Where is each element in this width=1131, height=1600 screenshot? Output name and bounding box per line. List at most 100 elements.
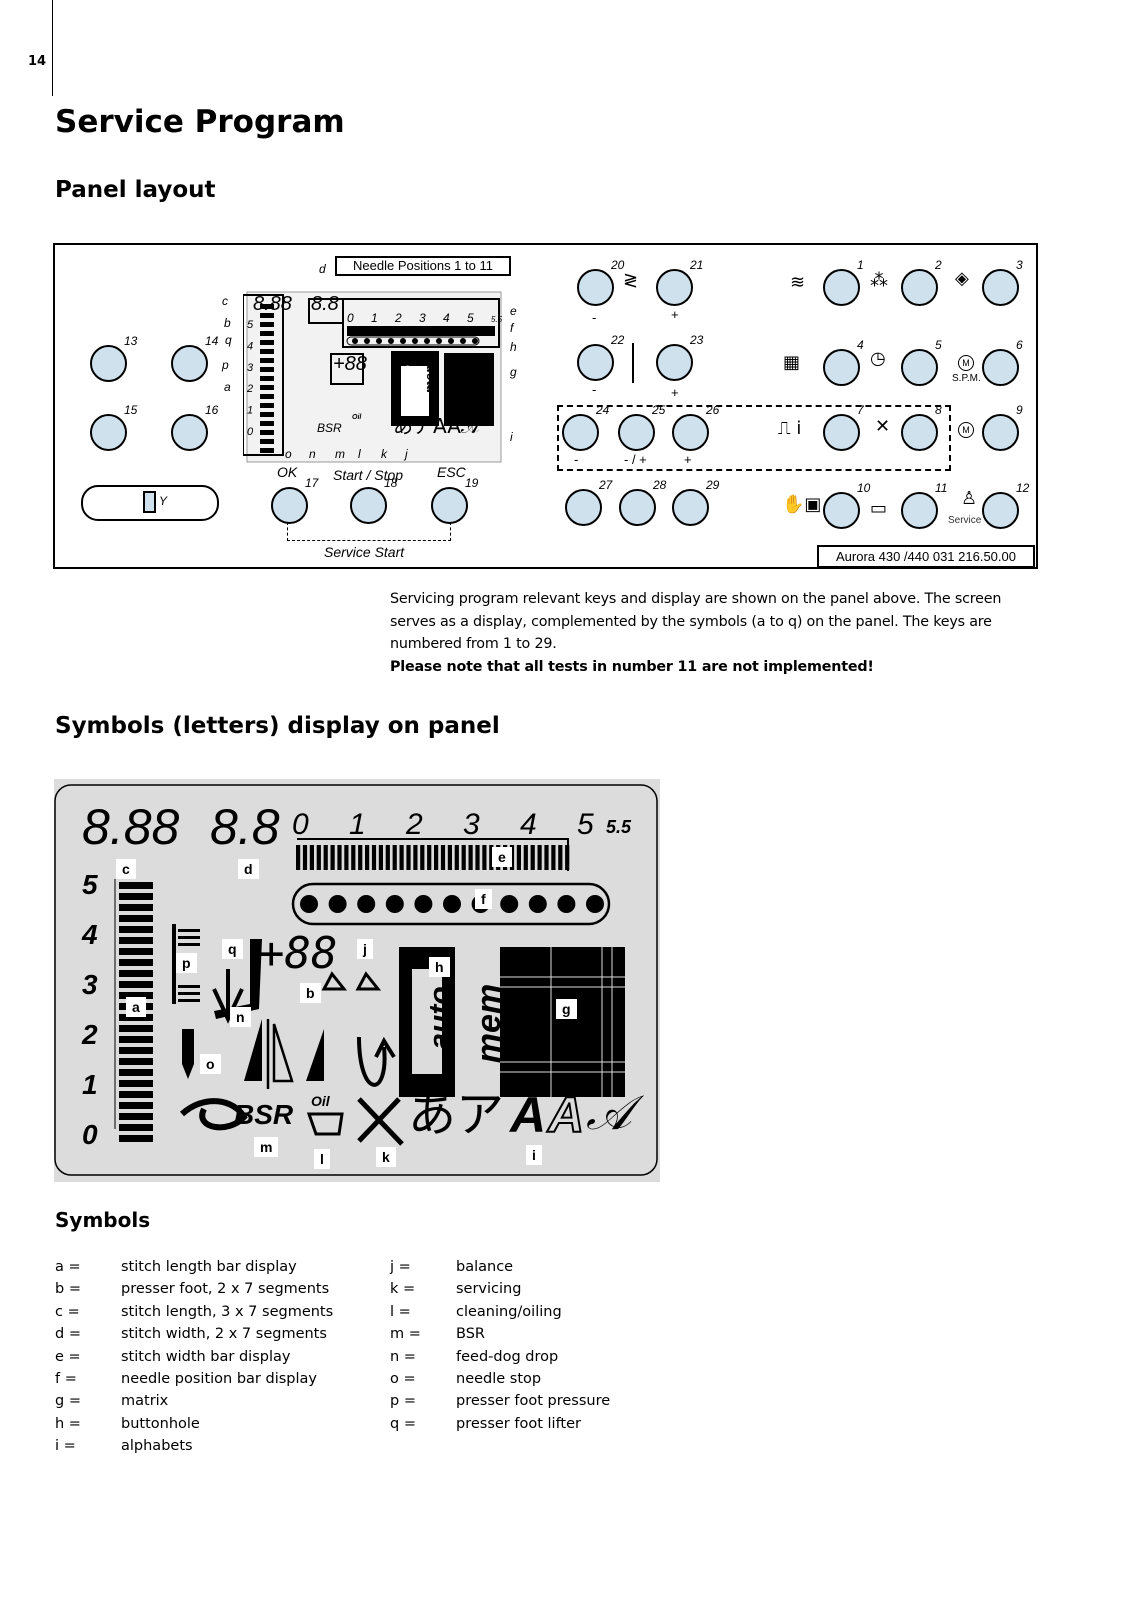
vscale-label: 5: [247, 319, 254, 331]
key-29-button[interactable]: [672, 489, 709, 526]
symbol-key: k =: [390, 1281, 416, 1298]
callout-letter-q: q: [225, 333, 232, 347]
key-17-button[interactable]: [271, 487, 308, 524]
callout-letter-l: l: [314, 1149, 330, 1169]
key-5-button[interactable]: [901, 349, 938, 386]
key-15-button[interactable]: [90, 414, 127, 451]
stitch-width-bar-segment: [371, 845, 377, 870]
key-4-button[interactable]: [823, 349, 860, 386]
numbered-pattern-icon: ⁂: [870, 270, 888, 291]
needle-position-dot: [352, 338, 358, 344]
key-number-label[interactable]: 7: [857, 403, 864, 417]
key-6-button[interactable]: [982, 349, 1019, 386]
symbol-key: d =: [55, 1326, 81, 1343]
key-number-label[interactable]: 28: [653, 478, 667, 492]
key-3-button[interactable]: [982, 269, 1019, 306]
key-16-button[interactable]: [171, 414, 208, 451]
key-number-label[interactable]: 19: [465, 476, 479, 490]
key-number-label[interactable]: 20: [611, 258, 625, 272]
key-19-button[interactable]: [431, 487, 468, 524]
key-7-button[interactable]: [823, 414, 860, 451]
key-1-button[interactable]: [823, 269, 860, 306]
stitch-width-bar-segment: [337, 845, 342, 870]
pressure-bar-segment: [178, 985, 200, 988]
key-8-button[interactable]: [901, 414, 938, 451]
key-number-label[interactable]: 22: [611, 333, 625, 347]
key-number-label[interactable]: 1: [857, 258, 864, 272]
key-group-outline[interactable]: [557, 405, 951, 471]
lcd-digits-d: 8.8: [210, 799, 280, 855]
key-number-label[interactable]: 17: [305, 476, 319, 490]
key-number-label[interactable]: 2: [935, 258, 942, 272]
key-24-button[interactable]: [562, 414, 599, 451]
lcd-auto: auto: [423, 986, 457, 1050]
key-22-button[interactable]: [577, 344, 614, 381]
key-27-button[interactable]: [565, 489, 602, 526]
key-number-label[interactable]: 9: [1016, 403, 1023, 417]
key-number-label[interactable]: 11: [935, 481, 948, 495]
symbol-description: presser foot pressure: [456, 1393, 611, 1410]
symbol-description: feed-dog drop: [456, 1348, 559, 1365]
vscale-label: 1: [247, 405, 253, 417]
minus-plus-label: - / +: [624, 452, 647, 467]
key-14-button[interactable]: [171, 345, 208, 382]
key-28-button[interactable]: [619, 489, 656, 526]
key-number-label[interactable]: 5: [935, 338, 942, 352]
key-11-button[interactable]: [901, 492, 938, 529]
key-number-label[interactable]: 15: [124, 403, 138, 417]
key-number-label[interactable]: 23: [690, 333, 704, 347]
key-18-button[interactable]: [350, 487, 387, 524]
key-number-label[interactable]: 29: [706, 478, 720, 492]
symbol-key: j =: [390, 1259, 411, 1275]
key-number-label[interactable]: 8: [935, 403, 942, 417]
callout-letter-b: b: [224, 316, 231, 330]
scale-tick-label: 1: [349, 808, 366, 841]
stitch-length-bar-segment: [119, 970, 153, 977]
key-9-button[interactable]: [982, 414, 1019, 451]
pressure-bar-segment: [178, 999, 200, 1002]
key-26-button[interactable]: [672, 414, 709, 451]
key-23-button[interactable]: [656, 344, 693, 381]
callout-letter-p: p: [222, 358, 229, 372]
stitch-width-bar-segment: [544, 845, 549, 870]
key-21-button[interactable]: [656, 269, 693, 306]
lcd-digits-c: 8.88: [82, 799, 180, 855]
symbol-key: h =: [55, 1415, 81, 1432]
symbol-description: presser foot lifter: [456, 1415, 581, 1432]
page-number: 14: [28, 54, 47, 69]
lcd-alphabet-bold: A: [510, 1087, 547, 1143]
symbol-description: needle stop: [456, 1371, 542, 1387]
key-number-label[interactable]: 13: [124, 334, 138, 348]
key-2-button[interactable]: [901, 269, 938, 306]
lcd-auto: auto: [400, 365, 415, 391]
servicing-tools-icon: [357, 1097, 404, 1146]
key-number-label[interactable]: 16: [205, 403, 219, 417]
stitch-length-bar-segment: [119, 1135, 153, 1142]
key-number-label[interactable]: 21: [690, 258, 704, 272]
callout-letter-j: j: [405, 447, 408, 461]
bobbin-counter-icon: ▦: [783, 352, 801, 373]
lcd-digits-d: 8.8: [311, 293, 339, 315]
needle-position-dot: [300, 895, 318, 913]
start-stop-label: Start / Stop: [333, 467, 404, 483]
key-12-button[interactable]: [982, 492, 1019, 529]
key-number-label[interactable]: 3: [1016, 258, 1023, 272]
key-25-button[interactable]: [618, 414, 655, 451]
key-20-button[interactable]: [577, 269, 614, 306]
key-number-label[interactable]: 18: [384, 476, 398, 490]
needle-position-dot: [376, 338, 382, 344]
key-number-label[interactable]: 10: [857, 481, 871, 495]
key-number-label[interactable]: 12: [1016, 481, 1030, 495]
lcd-digits-b: +88: [333, 353, 367, 375]
key-number-label[interactable]: 27: [599, 478, 613, 492]
key-10-button[interactable]: [823, 492, 860, 529]
stitch-width-bar-segment: [323, 845, 328, 870]
key-13-button[interactable]: [90, 345, 127, 382]
scale-tick-label: 5: [577, 808, 594, 841]
key-number-label[interactable]: 6: [1016, 338, 1023, 352]
key-number-label[interactable]: 14: [205, 334, 219, 348]
key-number-label[interactable]: 4: [857, 338, 864, 352]
stitch-width-bar-segment: [309, 845, 314, 870]
stitch-width-bar-segment: [516, 845, 521, 870]
